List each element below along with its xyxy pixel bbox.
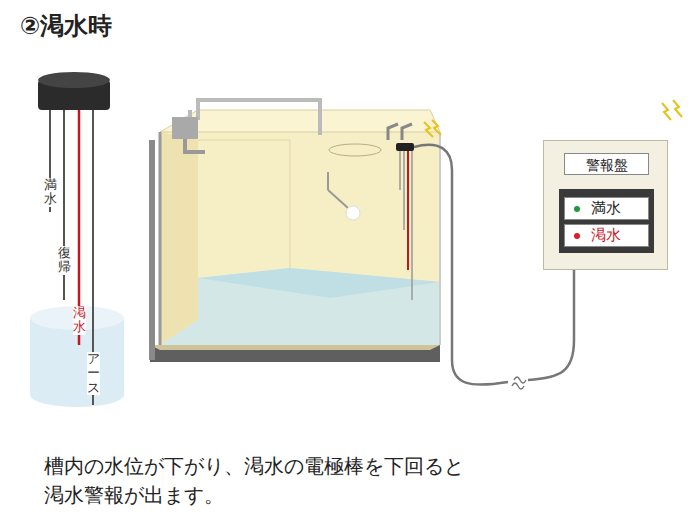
tank-lid [160, 110, 440, 132]
tank-body [160, 110, 440, 345]
float-arm [327, 172, 329, 190]
signal-cable [414, 145, 508, 385]
indicator-lamp [574, 233, 580, 239]
overflow-pipe [149, 140, 155, 360]
electrode-label: 復帰 [58, 246, 71, 275]
inlet-pipe [190, 100, 320, 135]
tank-electrode [403, 150, 405, 230]
caption: 槽内の水位が下がり、渇水の電極棒を下回ると 渇水警報が出ます。 [44, 452, 480, 510]
tank-base [150, 345, 440, 362]
tank-electrode [399, 150, 401, 190]
tank-electrode-holder [396, 143, 414, 151]
indicator-text: 渇水 [591, 225, 621, 246]
tank-frame [159, 132, 162, 345]
float-ball [346, 206, 360, 220]
signal-spark [424, 120, 441, 137]
electrode-terminal [388, 124, 412, 140]
indicator-row: 渇水 [564, 224, 649, 247]
alarm-panel: 警報盤満水渇水 [543, 140, 668, 270]
ball-tap [172, 117, 198, 139]
tank-inner-edge [198, 140, 290, 141]
tank-inner-left [160, 132, 198, 345]
electrode-label: 渇水 [73, 306, 86, 335]
electrode-holder-top [38, 72, 110, 88]
float-arm [328, 190, 348, 208]
panel-heading: 警報盤 [564, 153, 649, 175]
signal-spark [662, 100, 682, 120]
tank-inner-edge [290, 140, 291, 280]
cable-break [512, 377, 526, 389]
tank-frame [439, 132, 441, 345]
tank-electrode-low [407, 150, 409, 270]
water [160, 268, 440, 345]
indicator-row: 満水 [564, 197, 649, 220]
electrode-label: 満水 [44, 178, 57, 207]
electrode-label: アース [87, 352, 100, 395]
tank-electrode [411, 150, 413, 300]
indicator-text: 満水 [591, 198, 621, 219]
ball-tap-pipe [185, 139, 205, 152]
signal-cable [528, 270, 574, 380]
tank-base-top [150, 345, 440, 350]
indicator-lamp [574, 206, 580, 212]
title: ②渇水時 [20, 10, 112, 42]
water-surface [198, 268, 440, 298]
manhole [329, 144, 381, 156]
